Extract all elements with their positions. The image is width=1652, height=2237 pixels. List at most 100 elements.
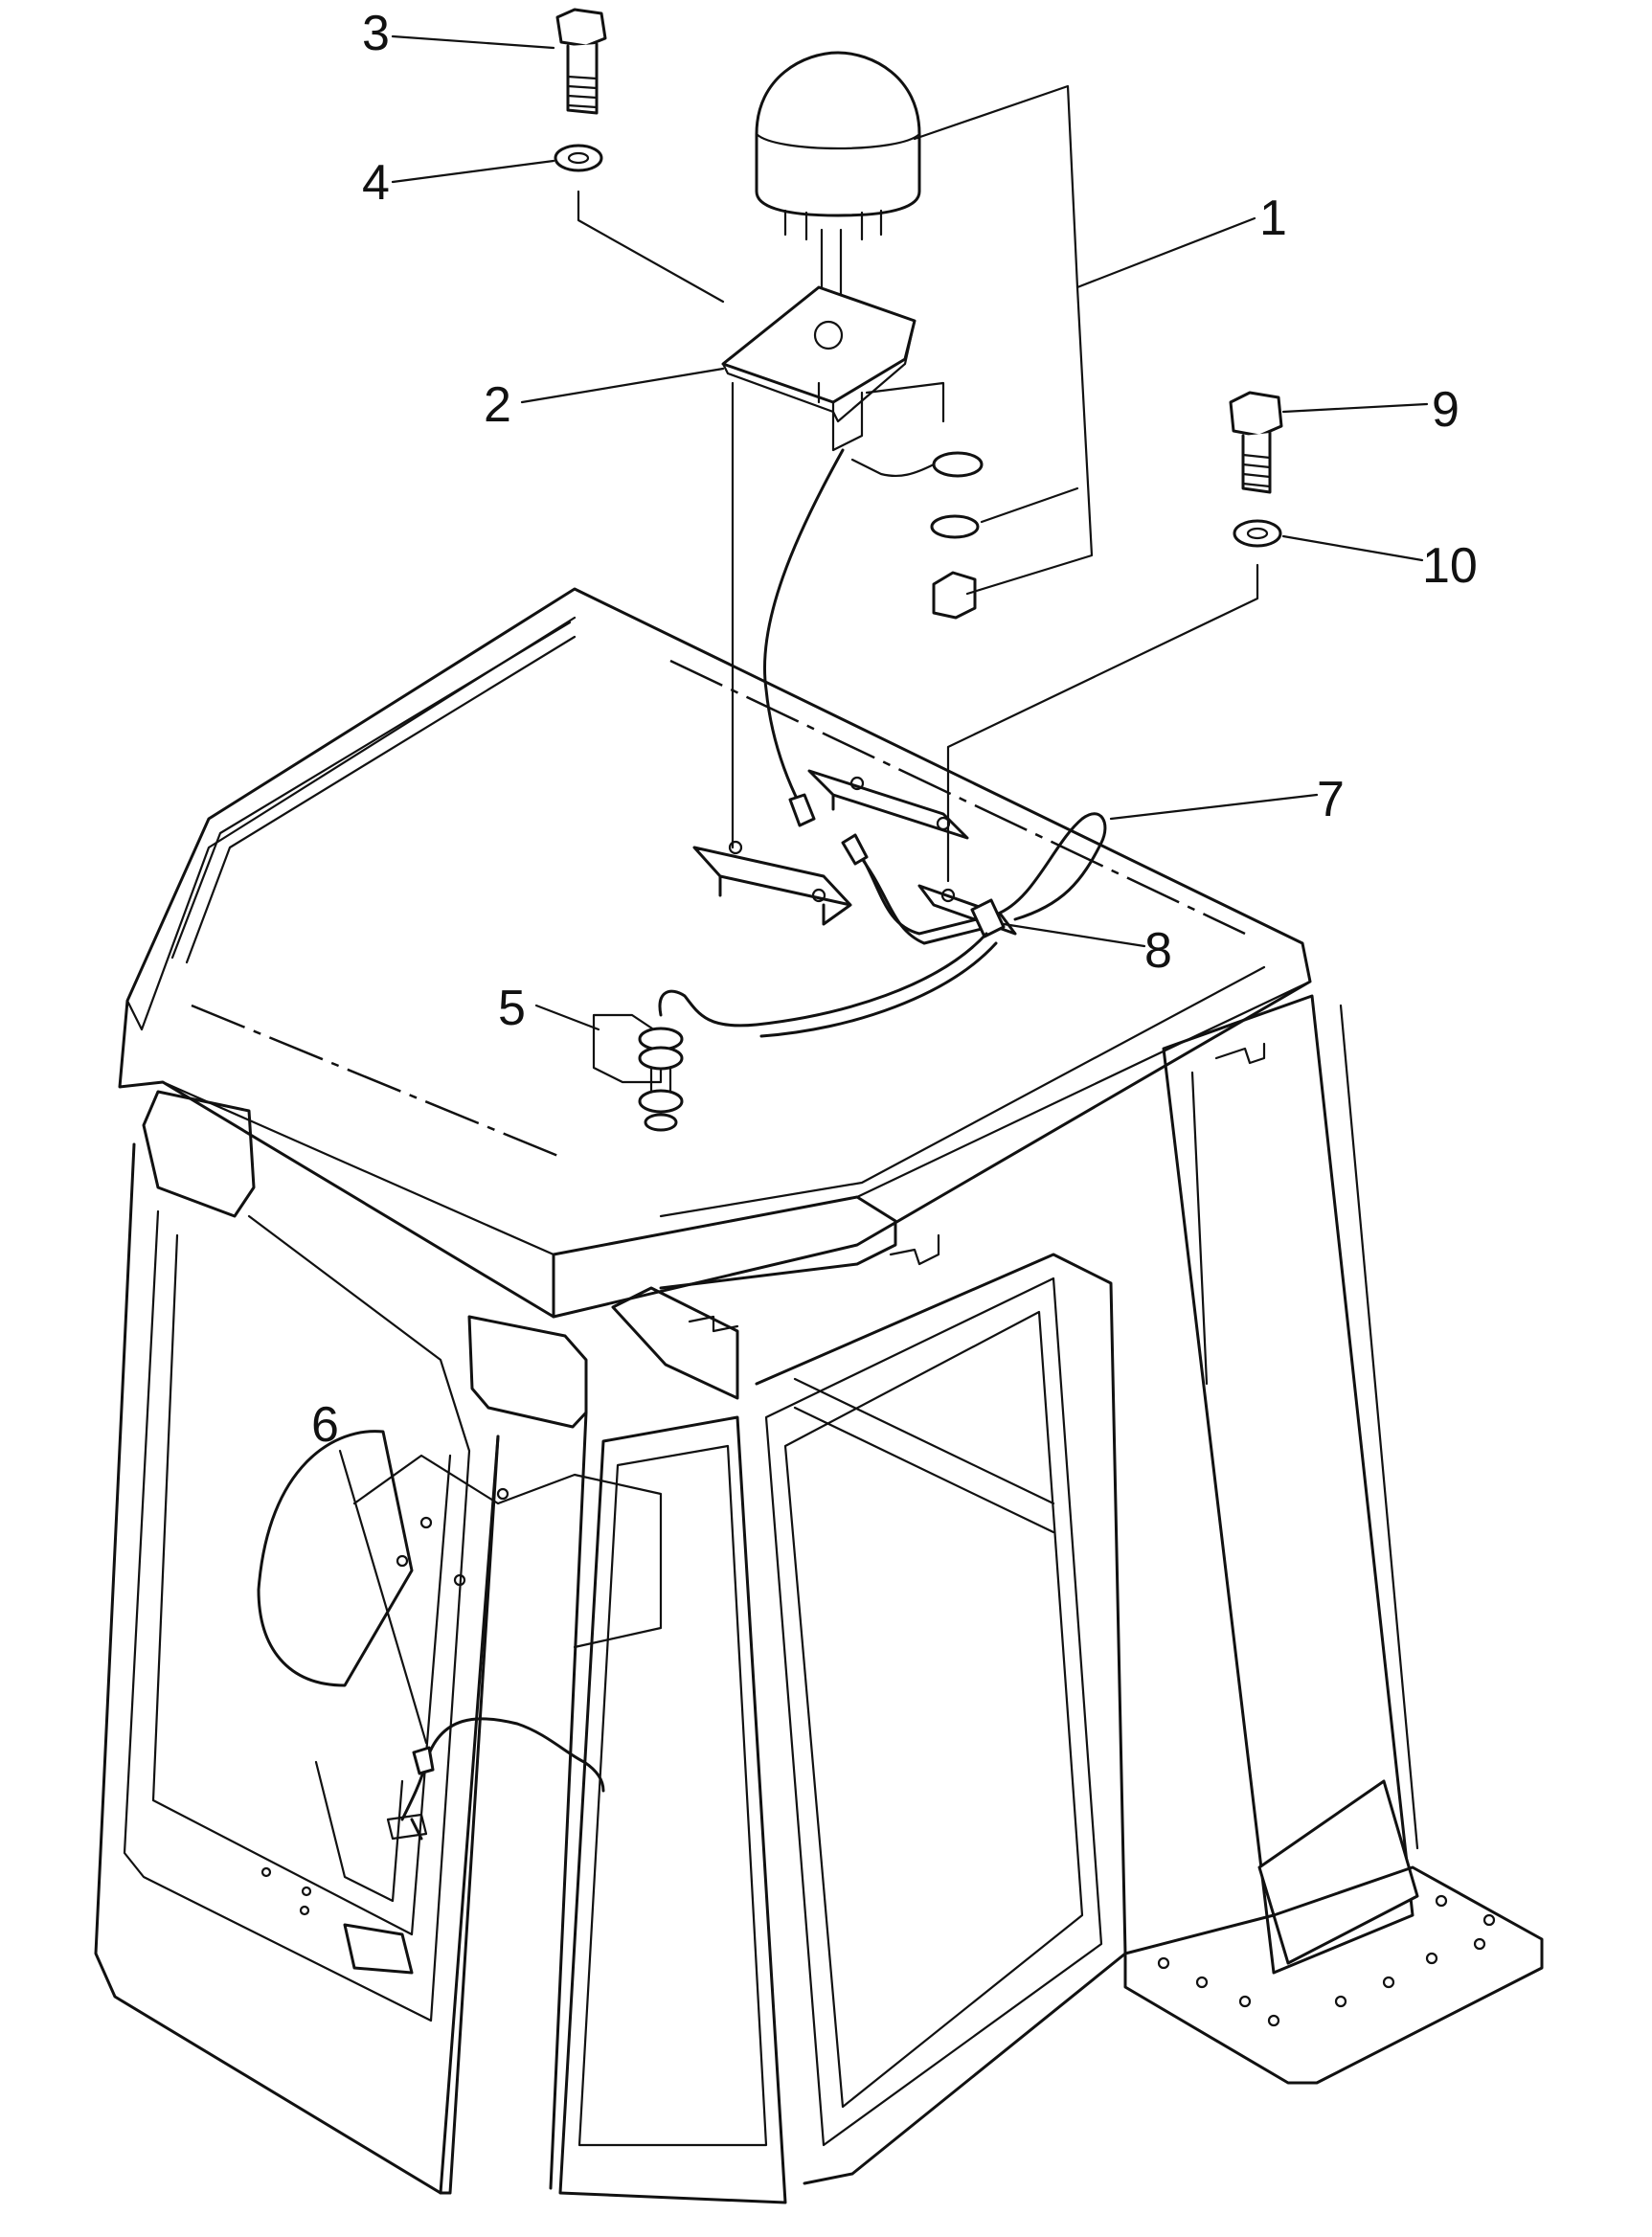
door-hole-c <box>299 1905 310 1916</box>
connector-8 <box>970 898 1006 938</box>
grommet-nut <box>644 1113 678 1132</box>
grommet-cable-b <box>759 941 998 1038</box>
visor-clip <box>889 1233 940 1266</box>
base-hole-6 <box>1334 1995 1347 2008</box>
pad-hole-5 <box>940 888 956 903</box>
center-clip <box>688 1315 739 1333</box>
wall-hole-2 <box>396 1554 409 1568</box>
left-header-block <box>142 1090 256 1218</box>
cab-left-window <box>123 1209 471 2022</box>
roof-center-line-a <box>669 659 1246 936</box>
leader-7 <box>1109 793 1319 821</box>
cab-left-window-inner <box>151 1233 452 1936</box>
base-hole-1 <box>1435 1894 1448 1908</box>
beacon-dome <box>755 51 921 217</box>
right-door-window-inner <box>783 1310 1084 2109</box>
harness-7-cable <box>850 812 1107 936</box>
base-hole-9 <box>1195 1976 1209 1989</box>
cab-body <box>94 587 1544 2204</box>
bolt-9-leader <box>946 563 1259 883</box>
beacon-bracket-side <box>831 391 864 452</box>
roof-clip-right <box>1214 1042 1266 1065</box>
grommet-assembly <box>592 1013 684 1132</box>
front-visor <box>552 1195 897 1319</box>
rear-pillar-panel <box>1257 1779 1419 1965</box>
pad-hole-2 <box>811 888 826 903</box>
roof-lip-front-2 <box>659 965 1266 1218</box>
bracket-terminal <box>865 381 945 423</box>
rear-pillar-edge <box>1190 1004 1419 1850</box>
bracket-hole <box>813 320 844 350</box>
washer-4-hole <box>567 151 590 165</box>
roof-inner-rim-left <box>170 621 572 960</box>
rear-right-pillar <box>1162 994 1414 1975</box>
beacon-assembly <box>721 51 984 849</box>
beacon-washer <box>930 514 980 539</box>
front-window-inner <box>577 1444 768 2147</box>
beacon-cable <box>762 448 845 806</box>
door-handle <box>343 1923 414 1975</box>
wall-hole-4 <box>496 1487 509 1501</box>
front-window <box>558 1415 787 2204</box>
bolt-3-thread <box>566 75 599 109</box>
base-hole-4 <box>1425 1952 1438 1965</box>
harness-6-cable <box>424 1717 605 1793</box>
harness-end-connector <box>841 833 869 866</box>
harness <box>658 812 1107 1038</box>
bolt-9-shank <box>1241 431 1272 494</box>
callout-8: 8 <box>1144 923 1172 979</box>
callout-10: 10 <box>1422 538 1478 594</box>
callout-4: 4 <box>362 155 390 211</box>
base-hole-5 <box>1382 1976 1395 1989</box>
mount-pad-left <box>692 846 852 926</box>
grommet-cable <box>658 932 988 1028</box>
cab-left-frame <box>94 1142 500 2195</box>
callout-3: 3 <box>362 6 390 61</box>
callout-5: 5 <box>498 981 526 1036</box>
washer-10-hole <box>1246 527 1269 540</box>
grommet-stem <box>649 1066 672 1094</box>
terminal-lug <box>932 451 984 478</box>
bolt-9-head <box>1229 391 1283 438</box>
interior-harness <box>386 1717 605 1841</box>
door-hole-a <box>260 1866 272 1878</box>
seat-drum <box>257 1430 414 1687</box>
roof-inner-rim-left-2 <box>185 635 577 964</box>
beacon-studs <box>783 209 883 241</box>
washer-10 <box>1233 519 1282 548</box>
leader-6 <box>338 1449 428 1745</box>
grommet-plate <box>592 1013 663 1084</box>
roof-center-line-b <box>191 1004 566 1161</box>
beacon-dome-rim <box>755 132 921 150</box>
callout-6: 6 <box>311 1397 339 1453</box>
harness-6-clip <box>386 1813 428 1841</box>
beacon-nut <box>932 571 977 620</box>
base-hole-8 <box>1238 1995 1252 2008</box>
door-hole-b <box>301 1886 312 1897</box>
callout-7: 7 <box>1317 772 1345 827</box>
grommet-mid <box>638 1046 684 1071</box>
front-left-pillar <box>439 1411 588 2195</box>
harness-6-end <box>412 1746 435 1775</box>
mount-pad-right <box>807 769 969 840</box>
right-door-window <box>764 1277 1103 2147</box>
leader-4 <box>391 159 555 184</box>
beacon-connector <box>788 793 816 827</box>
fasteners <box>554 8 1283 883</box>
leader-8 <box>1002 922 1146 948</box>
bolt-3-head <box>555 8 607 48</box>
right-door-frame <box>755 1253 1127 2185</box>
callout-2: 2 <box>484 377 511 433</box>
right-cross-bar <box>793 1377 1055 1534</box>
terminal-lead <box>850 458 936 478</box>
base-hole-2 <box>1482 1913 1496 1927</box>
pad-hole-3 <box>849 776 865 791</box>
harness-7-cable-b <box>855 850 1003 945</box>
interior-back-wall <box>352 1454 663 1649</box>
base-hole-7 <box>1267 2014 1280 2027</box>
roof-front-edge <box>125 616 577 1031</box>
front-center-bracket <box>611 1286 739 1400</box>
seat-base <box>314 1760 404 1903</box>
wall-hole-3 <box>453 1573 466 1587</box>
